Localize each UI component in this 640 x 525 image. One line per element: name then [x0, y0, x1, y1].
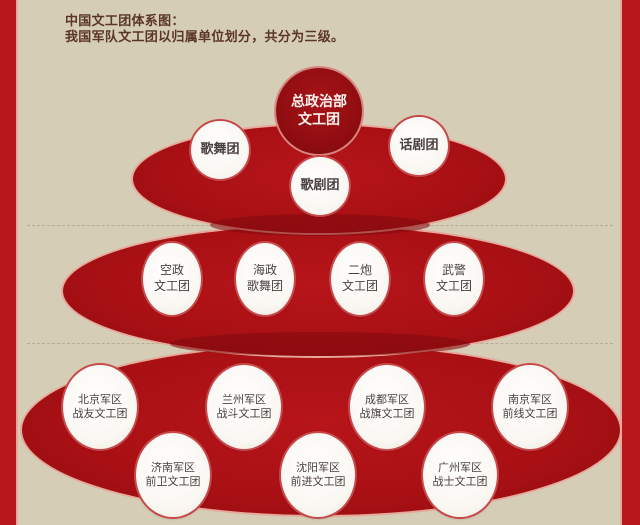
node-beijing-mr-troupe: 北京军区 战友文工团 [63, 365, 137, 449]
node-label-line2: 战旗文工团 [359, 407, 415, 420]
node-second-artillery-troupe: 二炮 文工团 [331, 243, 389, 315]
node-navy-song-dance-troupe: 海政 歌舞团 [236, 243, 294, 315]
node-air-force-troupe: 空政 文工团 [143, 243, 201, 315]
node-lanzhou-mr-troupe: 兰州军区 战斗文工团 [207, 365, 281, 449]
level-2-3-junction [170, 332, 470, 356]
left-frame-border [0, 0, 16, 525]
node-label-line2: 文工团 [435, 279, 472, 293]
node-drama-troupe: 话剧团 [390, 117, 448, 175]
node-label-line1: 武警 [441, 263, 466, 278]
node-song-dance-troupe: 歌舞团 [191, 121, 249, 179]
node-label-line2: 前线文工团 [502, 407, 558, 420]
node-guangzhou-mr-troupe: 广州军区 战士文工团 [423, 433, 497, 517]
node-label-line2: 战斗文工团 [216, 407, 272, 420]
node-jinan-mr-troupe: 济南军区 前卫文工团 [136, 433, 210, 517]
node-label-line2: 战士文工团 [432, 475, 488, 488]
node-label-line1: 海政 [252, 263, 277, 278]
node-shenyang-mr-troupe: 沈阳军区 前进文工团 [281, 433, 355, 517]
node-label-line1: 总政治部 [291, 94, 347, 110]
node-label: 歌舞团 [200, 141, 240, 157]
node-label-line1: 成都军区 [365, 392, 409, 406]
node-nanjing-mr-troupe: 南京军区 前线文工团 [493, 365, 567, 449]
node-chengdu-mr-troupe: 成都军区 战旗文工团 [350, 365, 424, 449]
node-armed-police-troupe: 武警 文工团 [425, 243, 483, 315]
node-label-line1: 沈阳军区 [296, 460, 340, 474]
node-label-line1: 兰州军区 [222, 392, 266, 406]
node-label: 歌剧团 [300, 177, 340, 193]
node-label-line1: 二炮 [347, 263, 372, 278]
node-label-line2: 文工团 [341, 279, 378, 293]
node-label-line1: 济南军区 [151, 460, 195, 474]
diagram-header: 中国文工团体系图： 我国军队文工团以归属单位划分，共分为三级。 [65, 14, 344, 46]
node-general-political-dept-troupe: 总政治部 文工团 [276, 68, 362, 154]
node-label-line2: 文工团 [153, 279, 190, 293]
node-label-line2: 文工团 [298, 112, 340, 128]
node-label-line2: 歌舞团 [246, 279, 283, 293]
node-label-line2: 战友文工团 [72, 407, 128, 420]
level-1-2-junction [210, 214, 430, 236]
node-label-line1: 北京军区 [78, 392, 122, 406]
right-frame-border [622, 0, 640, 525]
diagram-subtitle: 我国军队文工团以归属单位划分，共分为三级。 [65, 30, 345, 45]
node-opera-troupe: 歌剧团 [291, 157, 349, 215]
node-label-line2: 前进文工团 [290, 475, 346, 488]
node-label-line1: 南京军区 [508, 392, 552, 406]
node-label-line1: 广州军区 [438, 460, 482, 474]
node-label-line2: 前卫文工团 [145, 475, 201, 488]
node-label: 话剧团 [399, 137, 439, 153]
node-label-line1: 空政 [159, 263, 184, 278]
diagram-title: 中国文工团体系图： [65, 14, 185, 29]
